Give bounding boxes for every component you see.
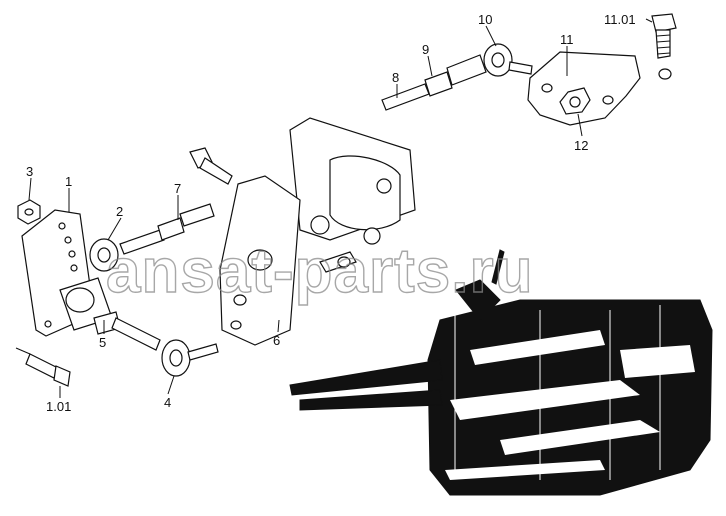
shift-housing [189,117,416,346]
callout-9: 9 [422,42,429,57]
callout-11-01: 11.01 [604,12,636,27]
callout-2: 2 [116,204,123,219]
callout-labels: 1 2 3 7 5 4 6 1.01 8 9 10 11 12 11.01 [26,12,636,414]
gearbox-cutaway [289,249,713,496]
leader-lines [28,18,653,398]
callout-6: 6 [273,333,280,348]
bolt-part-11-01 [651,13,677,59]
bracket-part-11 [527,51,672,126]
callout-4: 4 [164,395,171,410]
callout-11: 11 [560,32,574,47]
callout-5: 5 [99,335,106,350]
rod-assembly-parts-2-4-5 [89,238,219,377]
watermark-text: ansat-parts.ru [106,237,533,306]
threaded-rod-part-7 [119,203,215,255]
callout-1-01: 1.01 [46,399,71,414]
callout-12: 12 [574,138,588,153]
rod-part-8 [381,43,533,111]
callout-8: 8 [392,70,399,85]
callout-7: 7 [174,181,181,196]
bolt-part-1-01 [15,347,71,387]
callout-10: 10 [478,12,492,27]
callout-1: 1 [65,174,72,189]
nut-part-3 [17,199,41,225]
callout-3: 3 [26,164,33,179]
